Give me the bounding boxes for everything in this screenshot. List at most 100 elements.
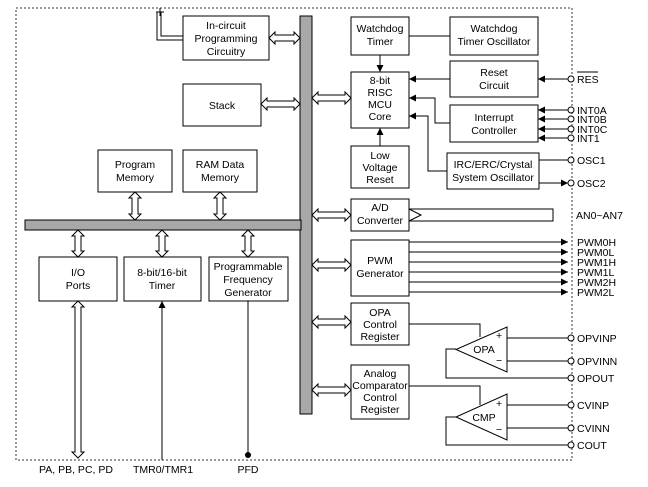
svg-text:MCU: MCU: [368, 99, 392, 111]
svg-text:Watchdog: Watchdog: [471, 23, 518, 35]
pin-int1: INT1: [577, 133, 600, 145]
svg-text:Stack: Stack: [209, 100, 236, 112]
io-bus-arrow: [70, 229, 86, 258]
svg-text:+: +: [496, 330, 502, 342]
opa-amplifier: OPA + −: [454, 326, 508, 373]
cmp-reg-label-3: Control: [363, 392, 397, 404]
interrupt-controller-block: Interrupt Controller: [449, 104, 539, 143]
svg-text:Reset: Reset: [480, 67, 508, 79]
svg-text:OSC2: OSC2: [577, 178, 606, 190]
svg-text:Timer: Timer: [149, 280, 176, 292]
adc-block: A/D Converter: [350, 198, 410, 232]
pin-circles: [245, 75, 575, 458]
icp-label-2: Programming: [194, 33, 257, 45]
icp-bus-arrow: [268, 30, 301, 46]
svg-text:Memory: Memory: [116, 172, 155, 184]
reset-label-2: Circuit: [479, 80, 509, 92]
ports-pin-arrow: [70, 300, 86, 459]
svg-text:Generator: Generator: [356, 268, 404, 280]
svg-text:Converter: Converter: [357, 215, 404, 227]
opa-reg-bus-arrow: [311, 314, 352, 330]
pwm-generator-block: PWM Generator: [350, 239, 410, 297]
svg-text:Control: Control: [363, 392, 397, 404]
reset-label-1: Reset: [480, 67, 508, 79]
svg-text:Comparator: Comparator: [352, 380, 408, 392]
osc-label-2: System Oscillator: [452, 172, 534, 184]
svg-text:Voltage: Voltage: [362, 162, 397, 174]
lvr-label-1: Low: [370, 150, 390, 162]
chip-boundary: [15, 7, 573, 461]
mcu-label-1: 8-bit: [370, 75, 391, 87]
bus-arrows: [70, 30, 352, 459]
horizontal-bus: [24, 219, 302, 231]
pin-pwm2h: PWM2H: [577, 277, 616, 289]
label-tmr: TMR0/TMR1: [133, 464, 193, 476]
svg-text:Register: Register: [360, 331, 400, 343]
svg-text:CVINP: CVINP: [577, 400, 609, 412]
opa-label: OPA: [473, 344, 494, 356]
svg-text:INT1: INT1: [577, 133, 600, 145]
pin-opvinp: OPVINP: [577, 333, 617, 345]
stack-label: Stack: [209, 100, 236, 112]
timer-bus-arrow: [154, 229, 170, 258]
cmp-reg-label-1: Analog: [364, 368, 397, 380]
pin-pwm0l: PWM0L: [577, 247, 615, 259]
svg-text:CVINN: CVINN: [577, 423, 610, 435]
comparator-control-register-block: Analog Comparator Control Register: [350, 364, 410, 420]
pin-osc2: OSC2: [577, 178, 606, 190]
svg-text:System Oscillator: System Oscillator: [452, 172, 534, 184]
icp-label-1: In-circuit: [206, 20, 246, 32]
pfg-label-2: Frequency: [223, 274, 273, 286]
pin-osc1: OSC1: [577, 155, 606, 167]
low-voltage-reset-block: Low Voltage Reset: [350, 145, 410, 189]
svg-text:INT0C: INT0C: [577, 124, 608, 136]
svg-text:INT0A: INT0A: [577, 105, 607, 117]
cmp-reg-label-2: Comparator: [352, 380, 408, 392]
pin-opout: OPOUT: [577, 373, 615, 385]
system-oscillator-block: IRC/ERC/Crystal System Oscillator: [446, 152, 540, 190]
svg-text:CMP: CMP: [472, 412, 495, 424]
timer-label-2: Timer: [149, 280, 176, 292]
pfg-label-3: Generator: [224, 287, 272, 299]
svg-text:PWM1L: PWM1L: [577, 267, 615, 279]
svg-text:Circuit: Circuit: [479, 80, 509, 92]
opa-reg-label-3: Register: [360, 331, 400, 343]
int-label-2: Controller: [471, 125, 517, 137]
pwm-label-2: Generator: [356, 268, 404, 280]
svg-text:OSC1: OSC1: [577, 155, 606, 167]
pwm-label-1: PWM: [367, 255, 393, 267]
ram-bus-arrow: [212, 191, 228, 221]
pin-res: RES: [577, 74, 599, 86]
pfg-block: Programmable Frequency Generator: [208, 256, 289, 302]
stack-bus-arrow: [260, 96, 301, 112]
label-ports: PA, PB, PC, PD: [39, 464, 113, 476]
svg-text:Watchdog: Watchdog: [357, 23, 404, 35]
cmp-plus-sign: +: [496, 398, 502, 410]
svg-text:RES: RES: [577, 74, 599, 86]
svg-text:Interrupt: Interrupt: [474, 112, 513, 124]
svg-text:PWM2H: PWM2H: [577, 277, 616, 289]
pin-cvinp: CVINP: [577, 400, 609, 412]
pin-pwm0h: PWM0H: [577, 237, 616, 249]
svg-text:Reset: Reset: [366, 174, 394, 186]
pin-pwm1h: PWM1H: [577, 257, 616, 269]
svg-text:Analog: Analog: [364, 368, 397, 380]
svg-text:Controller: Controller: [471, 125, 517, 137]
pwm-bus-arrow: [311, 257, 352, 273]
cmp-amplifier: CMP + −: [454, 393, 508, 441]
svg-text:Frequency: Frequency: [223, 274, 273, 286]
wdt-osc-label-1: Watchdog: [471, 23, 518, 35]
opa-reg-label-1: OPA: [369, 307, 390, 319]
int-label-1: Interrupt: [474, 112, 513, 124]
pm-label-2: Memory: [116, 172, 155, 184]
pin-labels: RES INT0A INT0B INT0C INT1 OSC1 OSC2 AN0…: [576, 71, 623, 452]
lvr-label-2: Voltage: [362, 162, 397, 174]
pm-bus-arrow: [127, 191, 143, 221]
svg-text:Low: Low: [370, 150, 390, 162]
pfg-bus-arrow: [240, 229, 256, 258]
svg-text:OPA: OPA: [473, 344, 494, 356]
pin-int0b: INT0B: [577, 114, 607, 126]
vertical-bus: [299, 15, 313, 415]
svg-text:−: −: [496, 355, 502, 367]
svg-text:Control: Control: [363, 319, 397, 331]
